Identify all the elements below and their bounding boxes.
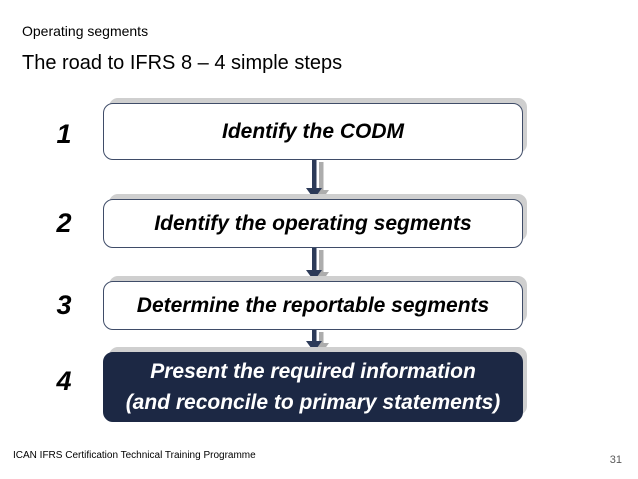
step-box-operating-segments: Identify the operating segments <box>103 199 523 248</box>
down-arrow-icon <box>306 330 329 354</box>
step-label: Determine the reportable segments <box>136 294 490 317</box>
step-label-line-1: Present the required information <box>150 360 476 383</box>
step-number-3: 3 <box>56 290 72 320</box>
down-arrow-icon <box>306 248 329 283</box>
step-number-2: 2 <box>56 208 72 238</box>
step-label: Identify the CODM <box>222 120 404 143</box>
down-arrow-icon <box>306 160 329 201</box>
slide-eyebrow: Operating segments <box>22 23 149 39</box>
step-box-present-information: Present the required information (and re… <box>103 352 523 422</box>
step-label: Identify the operating segments <box>154 212 472 235</box>
step-box-reportable-segments: Determine the reportable segments <box>103 281 523 330</box>
page-number: 31 <box>609 454 622 466</box>
footer-text: ICAN IFRS Certification Technical Traini… <box>13 450 256 461</box>
step-number-1: 1 <box>56 119 72 149</box>
page-title: The road to IFRS 8 – 4 simple steps <box>22 52 343 74</box>
step-box-identify-codm: Identify the CODM <box>103 103 523 160</box>
step-number-4: 4 <box>56 365 72 396</box>
step-label-line-2: (and reconcile to primary statements) <box>125 391 501 414</box>
